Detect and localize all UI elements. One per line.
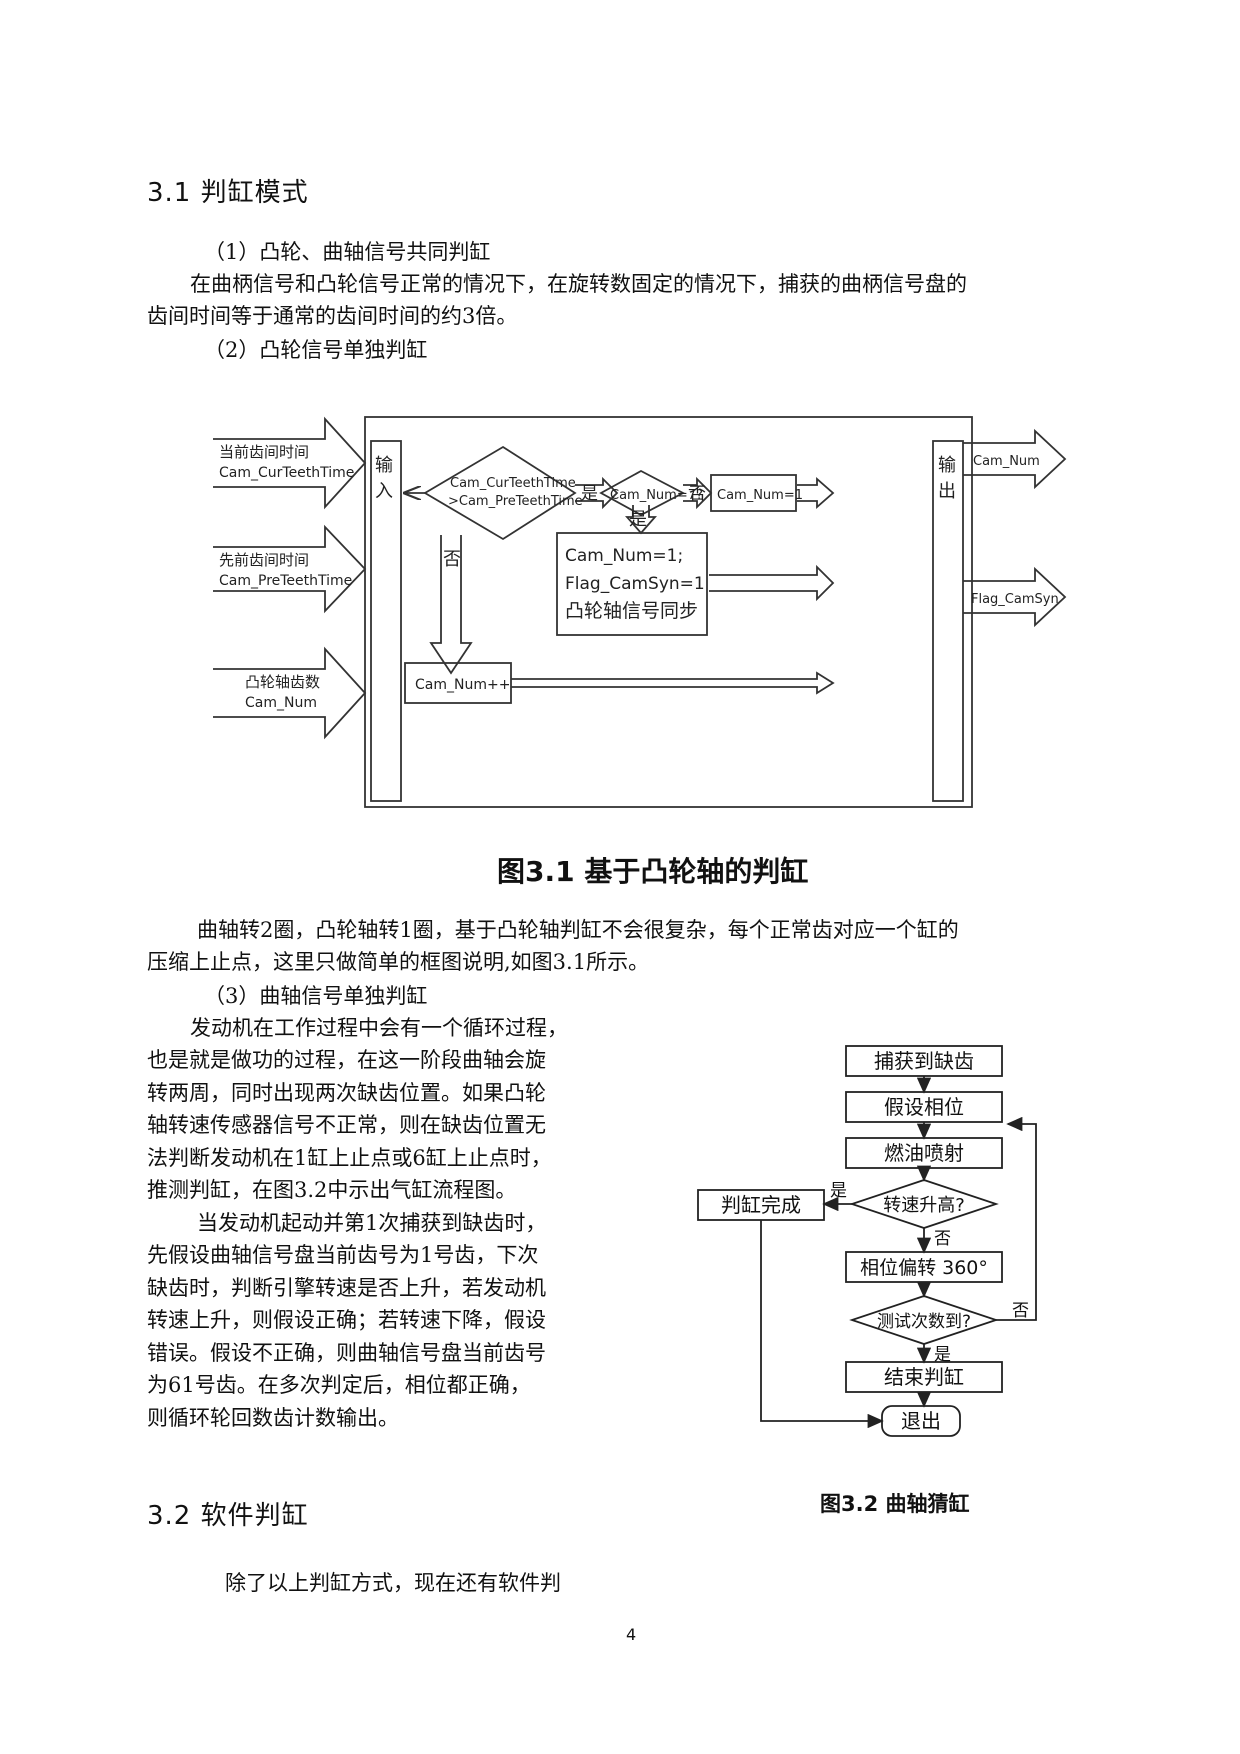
- set-box-1: [710, 474, 797, 512]
- no-label-2: 否: [689, 484, 706, 504]
- list-item-1: （1）凸轮、曲轴信号共同判缸: [204, 240, 491, 264]
- list-item-2: （2）凸轮信号单独判缸: [204, 338, 428, 362]
- exit-text: 退出: [901, 1409, 941, 1433]
- output-arrow-2: [963, 566, 1067, 628]
- arrow-to-output-1: [797, 477, 835, 509]
- section-heading-3-2: 3.2 软件判缸: [147, 1501, 309, 1531]
- left-col-line: 轴转速传感器信号不正常，则在缺齿位置无: [147, 1113, 546, 1137]
- left-col-line: 错误。假设不正确，则曲轴信号盘当前齿号: [147, 1341, 546, 1365]
- figure-3-2-flowchart: 捕获到缺齿 假设相位 燃油喷射 转速升高? 是 否 判缸完成 相位偏转 360°…: [697, 1045, 1037, 1437]
- page-number: 4: [626, 1625, 637, 1644]
- section-heading-3-1: 3.1 判缸模式: [147, 178, 309, 208]
- decision-diamond-1: [423, 445, 577, 541]
- sync-line-1: Cam_Num=1;: [565, 546, 683, 566]
- input-bar-label-1: 输: [375, 455, 393, 476]
- left-col-line: 先假设曲轴信号盘当前齿号为1号齿，下次: [147, 1243, 539, 1267]
- decision-2-yes: 是: [934, 1345, 951, 1365]
- cond-1-line-1: Cam_CurTeethTime: [450, 476, 576, 491]
- outer-frame: [364, 416, 973, 808]
- input-arrow-2: [213, 524, 367, 614]
- left-col-line: 也是就是做功的过程，在这一阶段曲轴会旋: [147, 1048, 546, 1072]
- sync-line-2: Flag_CamSyn=1: [565, 574, 705, 594]
- paragraph-line: 除了以上判缸方式，现在还有软件判: [225, 1571, 561, 1595]
- input-arrow-3: [213, 646, 367, 740]
- figure-3-2-caption: 图3.2 曲轴猜缸: [820, 1492, 970, 1516]
- paragraph-line: 在曲柄信号和凸轮信号正常的情况下，在旋转数固定的情况下，捕获的曲柄信号盘的: [190, 272, 967, 296]
- step-text-5: 结束判缸: [884, 1365, 964, 1389]
- input-2-en: Cam_PreTeethTime: [219, 573, 352, 589]
- yes-label-1: 是: [581, 484, 598, 504]
- sync-box: [556, 532, 708, 636]
- decision-text-1: 转速升高?: [883, 1195, 965, 1216]
- cond-1-line-2: >Cam_PreTeethTime: [448, 494, 583, 509]
- decision-2-no: 否: [1012, 1301, 1029, 1321]
- left-col-line: 转两周，同时出现两次缺齿位置。如果凸轮: [147, 1081, 546, 1105]
- input-2-cn: 先前齿间时间: [219, 551, 309, 569]
- output-arrow-1: [963, 428, 1067, 490]
- no-arrow-1: [429, 535, 473, 675]
- output-bar-label-1: 输: [938, 455, 956, 476]
- left-col-line: 法判断发动机在1缸上止点或6缸上止点时，: [147, 1146, 552, 1170]
- input-bar-label-2: 入: [375, 481, 393, 502]
- output-bar-label-2: 出: [938, 481, 956, 502]
- paragraph-line: 齿间时间等于通常的齿间时间的约3倍。: [147, 304, 518, 328]
- left-col-line: 当发动机起动并第1次捕获到缺齿时，: [197, 1211, 547, 1235]
- input-arrow-1: [213, 416, 367, 510]
- decision-1-no: 否: [934, 1229, 951, 1249]
- input-3-cn: 凸轮轴齿数: [245, 673, 320, 691]
- left-col-line: 为61号齿。在多次判定后，相位都正确，: [147, 1373, 531, 1397]
- left-col-line: 转速上升，则假设正确；若转速下降，假设: [147, 1308, 546, 1332]
- yes-label-2: 是: [629, 509, 647, 530]
- step-text-4: 相位偏转 360°: [860, 1257, 988, 1279]
- left-col-line: 则循环轮回数齿计数输出。: [147, 1406, 399, 1430]
- no-label-1: 否: [443, 549, 461, 570]
- output-2: Flag_CamSyn: [971, 592, 1059, 607]
- figure-3-1-diagram: 当前齿间时间 Cam_CurTeethTime 先前齿间时间 Cam_PreTe…: [213, 416, 1067, 808]
- increment-text: Cam_Num++: [415, 677, 510, 693]
- paragraph-line: 曲轴转2圈，凸轮轴转1圈，基于凸轮轴判缸不会很复杂，每个正常齿对应一个缸的: [197, 918, 959, 942]
- step-text-1: 捕获到缺齿: [874, 1049, 974, 1073]
- sync-line-3: 凸轮轴信号同步: [565, 600, 698, 622]
- step-text-2: 假设相位: [884, 1095, 964, 1119]
- done-text: 判缸完成: [721, 1193, 801, 1217]
- yes-arrow-1: [575, 476, 619, 510]
- step-text-3: 燃油喷射: [884, 1141, 964, 1165]
- input-1-en: Cam_CurTeethTime: [219, 465, 354, 481]
- left-col-line: 推测判缸，在图3.2中示出气缸流程图。: [147, 1178, 517, 1202]
- list-item-3: （3）曲轴信号单独判缸: [204, 984, 428, 1008]
- arrow-to-output-3: [511, 671, 835, 695]
- arrow-to-output-2: [709, 564, 835, 602]
- figure-3-1-caption: 图3.1 基于凸轮轴的判缸: [497, 855, 809, 888]
- cond-2: Cam_Num=7?: [610, 488, 703, 503]
- increment-box: [404, 662, 512, 704]
- left-col-line: 发动机在工作过程中会有一个循环过程，: [190, 1016, 568, 1040]
- output-bar: [932, 440, 964, 802]
- input-bar: [370, 440, 402, 802]
- input-3-en: Cam_Num: [245, 695, 317, 711]
- decision-1-yes: 是: [830, 1181, 847, 1201]
- paragraph-line: 压缩上止点，这里只做简单的框图说明,如图3.1所示。: [147, 950, 650, 974]
- decision-text-2: 测试次数到?: [877, 1312, 971, 1332]
- input-1-cn: 当前齿间时间: [219, 443, 309, 461]
- left-col-line: 缺齿时，判断引擎转速是否上升，若发动机: [147, 1276, 546, 1300]
- decision-diamond-2: [599, 469, 685, 517]
- output-1: Cam_Num: [973, 454, 1040, 469]
- set-1: Cam_Num=1: [717, 488, 803, 503]
